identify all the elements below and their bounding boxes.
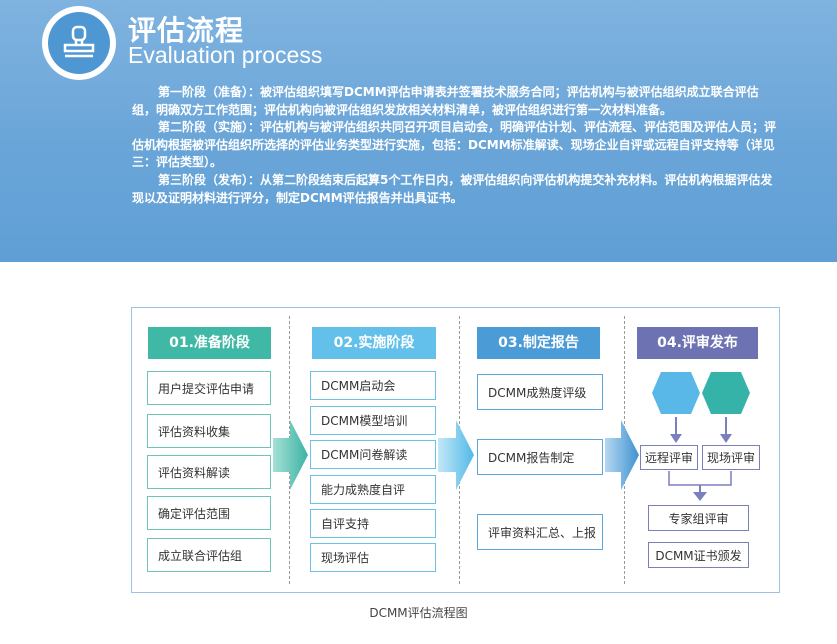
step-define-scope: 确定评估范围 xyxy=(147,496,271,530)
step-certificate-issue: DCMM证书颁发 xyxy=(648,542,749,568)
column-divider xyxy=(289,316,290,584)
phase-header-report: 03.制定报告 xyxy=(477,327,600,359)
step-materials-submission: 评审资料汇总、上报 xyxy=(477,514,603,550)
phase3-paragraph: 第三阶段（发布）：从第二阶段结束后起算5个工作日内，被评估组织向评估机构提交补充… xyxy=(132,172,773,205)
step-maturity-rating: DCMM成熟度评级 xyxy=(477,374,603,410)
step-onsite-review: 现场评审 xyxy=(702,445,760,470)
step-self-assessment: 能力成熟度自评 xyxy=(310,475,436,504)
header-banner: 评估流程 Evaluation process 第一阶段（准备）：被评估组织填写… xyxy=(0,0,837,262)
stamp-icon xyxy=(48,12,110,74)
step-interpret-materials: 评估资料解读 xyxy=(147,455,271,489)
step-expert-review: 专家组评审 xyxy=(648,505,749,531)
step-report-drafting: DCMM报告制定 xyxy=(477,439,603,475)
column-divider xyxy=(459,316,460,584)
step-remote-review: 远程评审 xyxy=(640,445,698,470)
step-model-training: DCMM模型培训 xyxy=(310,406,436,435)
phase-header-release: 04.评审发布 xyxy=(637,327,758,359)
step-questionnaire: DCMM问卷解读 xyxy=(310,440,436,469)
logo xyxy=(42,6,116,80)
page-subtitle: Evaluation process xyxy=(128,42,323,68)
page-title: 评估流程 xyxy=(128,14,245,47)
step-self-support: 自评支持 xyxy=(310,509,436,538)
intro-text: 第一阶段（准备）：被评估组织填写DCMM评估申请表并签署技术服务合同；评估机构与… xyxy=(132,84,782,207)
step-kickoff-meeting: DCMM启动会 xyxy=(310,371,436,400)
step-onsite-assessment: 现场评估 xyxy=(310,543,436,572)
phase1-paragraph: 第一阶段（准备）：被评估组织填写DCMM评估申请表并签署技术服务合同；评估机构与… xyxy=(132,85,759,117)
step-form-joint-team: 成立联合评估组 xyxy=(147,538,271,572)
step-submit-application: 用户提交评估申请 xyxy=(147,371,271,405)
phase2-paragraph: 第二阶段（实施）：评估机构与被评估组织共同召开项目启动会，明确评估计划、评估流程… xyxy=(132,120,777,170)
phase-header-implement: 02.实施阶段 xyxy=(312,327,436,359)
diagram-caption: DCMM评估流程图 xyxy=(369,606,468,620)
column-divider xyxy=(624,316,625,584)
phase-header-prepare: 01.准备阶段 xyxy=(148,327,271,359)
step-collect-materials: 评估资料收集 xyxy=(147,414,271,448)
